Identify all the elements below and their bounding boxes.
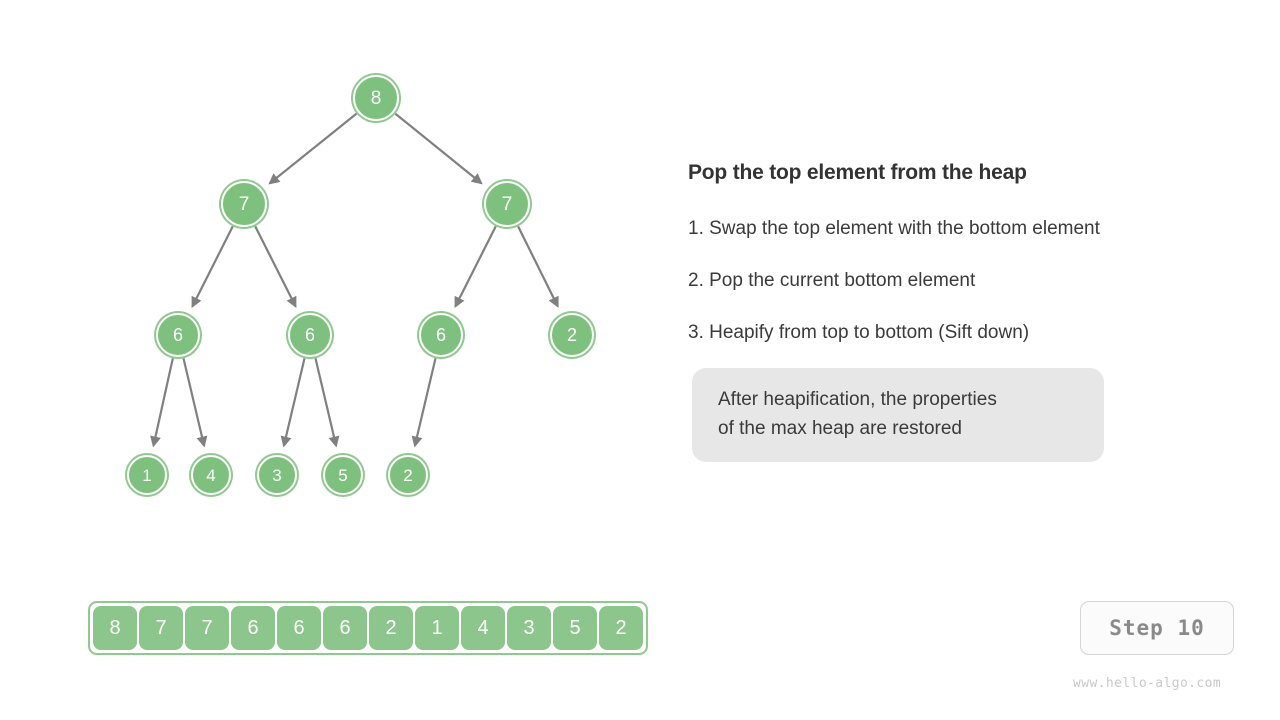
array-cell: 2 [599,606,643,650]
tree-node: 1 [127,455,167,495]
tree-node: 4 [191,455,231,495]
tree-node: 6 [288,313,332,357]
info-callout: After heapification, the properties of t… [692,368,1104,462]
array-cell: 7 [139,606,183,650]
array-cell: 4 [461,606,505,650]
tree-node: 6 [156,313,200,357]
tree-node: 2 [550,313,594,357]
tree-node: 2 [388,455,428,495]
tree-edge-arrow [150,358,174,448]
array-cell: 8 [93,606,137,650]
array-cell: 7 [185,606,229,650]
tree-edge-arrow [268,112,358,185]
tree-node: 6 [419,313,463,357]
array-cell: 6 [231,606,275,650]
step-item-2: 2. Pop the current bottom element [688,270,976,291]
array-cell: 2 [369,606,413,650]
tree-edge-arrow [517,225,559,308]
array-cell: 1 [415,606,459,650]
tree-node: 7 [221,181,267,227]
tree-edge-arrow [182,358,208,448]
tree-edge-arrow [254,225,297,308]
array-cell: 6 [323,606,367,650]
explanation-panel: Pop the top element from the heap 1. Swa… [688,160,1248,462]
array-cell: 3 [507,606,551,650]
tree-edge-arrow [411,358,437,448]
step-item-3: 3. Heapify from top to bottom (Sift down… [688,322,1030,343]
step-badge: Step 10 [1080,601,1234,655]
tree-edges-layer [150,112,559,448]
tree-node: 7 [484,181,530,227]
tree-edge-arrow [314,358,340,448]
tree-edge-arrow [280,358,306,448]
step-item-1: 1. Swap the top element with the bottom … [688,218,1100,239]
tree-node: 5 [323,455,363,495]
tree-node: 8 [353,75,399,121]
page-title: Pop the top element from the heap [688,161,1027,184]
tree-edge-group [150,112,559,448]
tree-edge-arrow [394,112,483,185]
array-cell: 5 [553,606,597,650]
array-cell: 6 [277,606,321,650]
tree-edge-arrow [454,225,497,308]
callout-line-2: of the max heap are restored [718,418,962,439]
watermark: www.hello-algo.com [1073,676,1222,691]
tree-edge-arrow [191,225,234,308]
tree-node: 3 [257,455,297,495]
callout-line-1: After heapification, the properties [718,389,997,410]
